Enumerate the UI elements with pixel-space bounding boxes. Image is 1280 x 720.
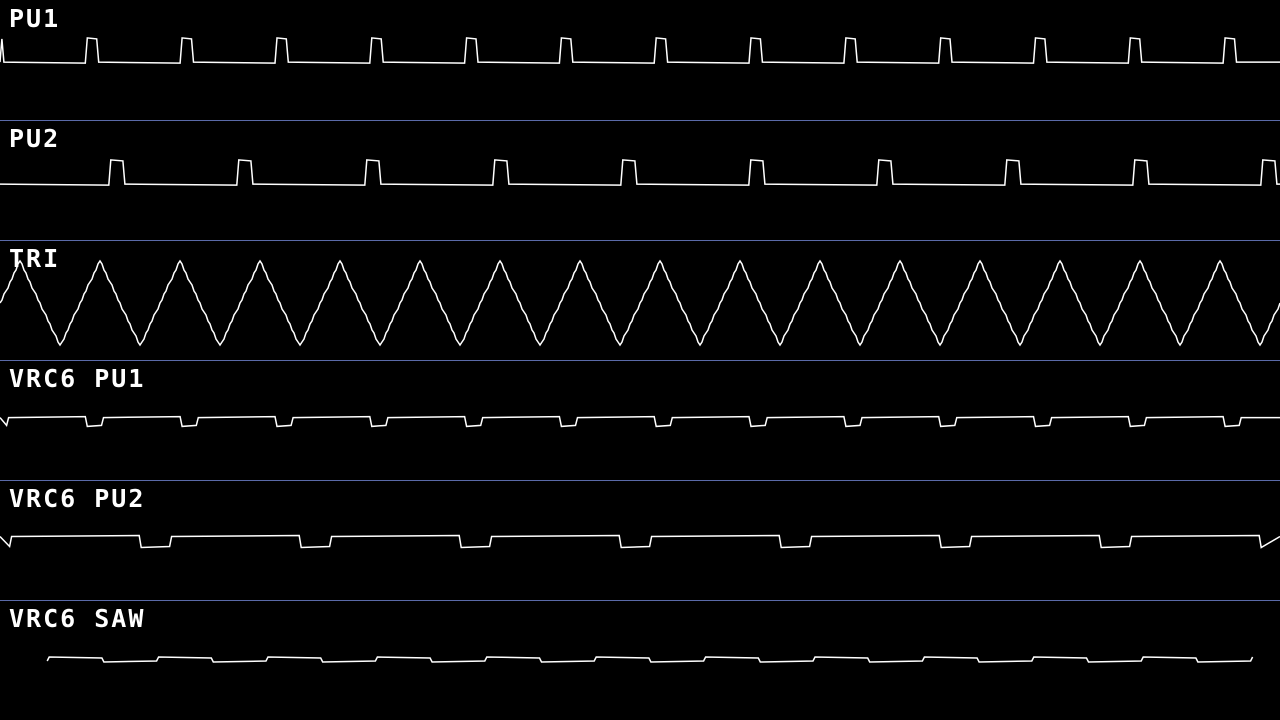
channel-vrc6-pu1: VRC6 PU1: [0, 360, 1280, 480]
channel-label: VRC6 PU2: [9, 484, 146, 513]
channel-label: TRI: [9, 244, 61, 273]
channel-divider: [0, 120, 1280, 121]
channel-pu1: PU1: [0, 0, 1280, 120]
waveform-vrc6-pu1: [0, 415, 1280, 428]
waveform-trace: [0, 259, 1280, 347]
channel-label: PU1: [9, 4, 61, 33]
channel-pu2: PU2: [0, 120, 1280, 240]
waveform-pu1: [0, 37, 1280, 64]
channel-label: VRC6 SAW: [9, 604, 146, 633]
channel-divider: [0, 600, 1280, 601]
waveform-trace: [0, 159, 1280, 186]
waveform-trace: [0, 415, 1280, 428]
waveform-vrc6-pu2: [0, 534, 1280, 549]
channel-vrc6-pu2: VRC6 PU2: [0, 480, 1280, 600]
channel-tri: TRI: [0, 240, 1280, 360]
channel-label: VRC6 PU1: [9, 364, 146, 393]
channel-label: PU2: [9, 124, 61, 153]
waveform-trace: [46, 656, 1254, 663]
waveform-trace: [0, 37, 1280, 64]
channel-divider: [0, 480, 1280, 481]
waveform-trace: [0, 534, 1280, 549]
waveform-tri: [0, 259, 1280, 347]
channel-divider: [0, 360, 1280, 361]
channel-vrc6-saw: VRC6 SAW: [0, 600, 1280, 720]
waveform-vrc6-saw: [46, 656, 1254, 663]
channel-divider: [0, 240, 1280, 241]
waveform-pu2: [0, 159, 1280, 186]
